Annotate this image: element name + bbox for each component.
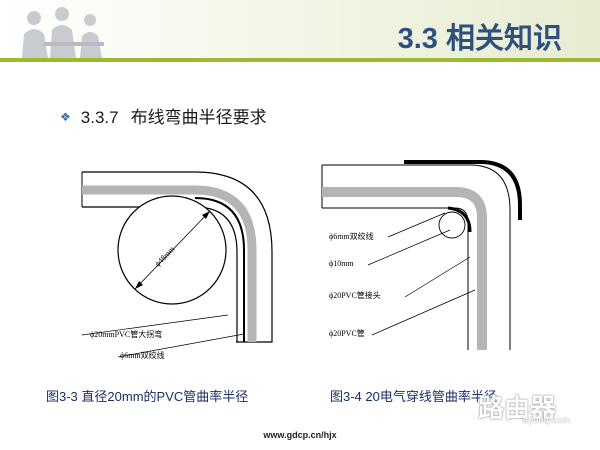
fig1-diameter-line — [134, 210, 211, 290]
fig1-leader-pipe — [81, 314, 229, 336]
footer-url: www.gdcp.cn/hjx — [263, 430, 337, 440]
fig1-arrowhead-top — [202, 211, 210, 219]
fig2-leader-joint — [404, 256, 471, 298]
fig2-leader-radius — [367, 229, 451, 266]
section-number: 3.3.7 — [80, 108, 119, 127]
fig2-pipe-outer — [322, 164, 511, 350]
fig2-radius-label: ϕ10mm — [329, 259, 354, 268]
slide-title: 3.3 相关知识 — [397, 23, 562, 55]
fig2-joint-label: ϕ20PVC管接头 — [329, 290, 381, 300]
figure-2-caption: 图3-4 20电气穿线管曲率半径 — [330, 389, 497, 404]
header-rule — [0, 58, 600, 62]
slide-header: 3.3 相关知识 — [0, 0, 600, 62]
watermark: 路由器 — [478, 393, 557, 423]
diamond-bullet-icon: ❖ — [60, 110, 71, 124]
figure-1-pipe-bend: ϕ48mm ϕ20mmPVC管大拐弯 ϕ6mm双绞线 — [81, 171, 273, 360]
fig1-arrowhead-bottom — [135, 281, 143, 289]
fig2-cable-label: ϕ6mm双绞线 — [329, 231, 374, 241]
fig2-black-cable — [447, 206, 472, 233]
fig1-black-cable — [194, 197, 245, 342]
figure-1-caption: 图3-3 直径20mm的PVC管曲率半径 — [46, 389, 249, 404]
figure-2-conduit-bend: ϕ6mm双绞线 ϕ10mm ϕ20PVC管接头 ϕ20PVC管 — [321, 160, 522, 350]
fig1-pipe-label: ϕ20mmPVC管大拐弯 — [90, 329, 162, 339]
watermark-subtext: luyouqi.com — [522, 415, 571, 425]
fig1-gray-cable — [82, 185, 257, 342]
fig2-joint-elbow — [404, 160, 522, 220]
fig2-pipe-label: ϕ20PVC管 — [329, 328, 365, 338]
fig1-leader-cable — [117, 333, 245, 358]
fig2-small-circle — [438, 211, 466, 239]
fig2-gray-cable — [322, 187, 487, 350]
fig2-leader-cable — [387, 212, 446, 238]
fig1-pipe-outer-wall — [82, 171, 273, 343]
people-silhouette-logo — [22, 7, 104, 58]
section-text: 布线弯曲半径要求 — [130, 108, 267, 127]
fig1-cable-label: ϕ6mm双绞线 — [120, 350, 165, 360]
fig2-leader-pipe — [371, 289, 476, 336]
section-heading: ❖ 3.3.7 布线弯曲半径要求 — [60, 103, 267, 128]
